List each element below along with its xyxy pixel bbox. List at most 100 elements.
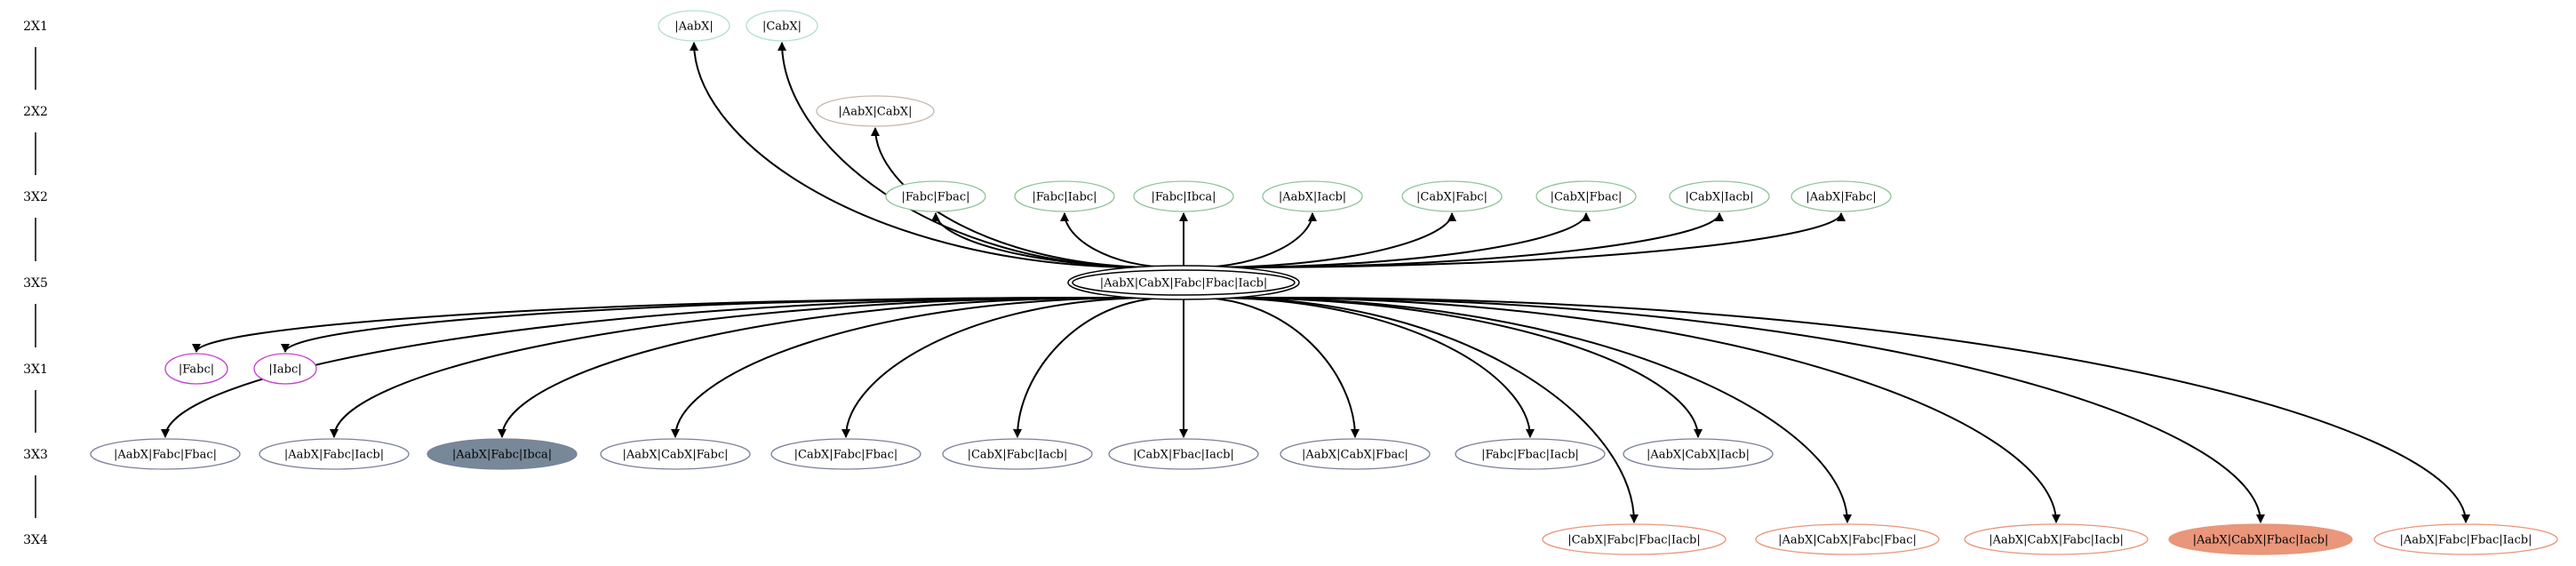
rank-label-3x1: 3X1	[23, 363, 48, 377]
edge-to-aabx-iacb	[1193, 212, 1317, 268]
node-label: |CabX|Fbac|Iacb|	[1133, 449, 1234, 462]
node-aabx-cabx-fabc-fbac[interactable]: |AabX|CabX|Fabc|Fbac|	[1755, 523, 1940, 555]
node-shape	[1535, 180, 1637, 212]
edge-to-aabx-fabc-fbac-iacb	[1280, 297, 2470, 523]
node-aabx-iacb[interactable]: |AabX|Iacb|	[1262, 180, 1363, 212]
node-aabx-fabc-fbac-iacb[interactable]: |AabX|Fabc|Fbac|Iacb|	[2373, 523, 2558, 555]
edge-to-cabx-fabc	[1205, 212, 1456, 268]
rank-label-3x2: 3X2	[23, 190, 48, 204]
node-label: |CabX|Fabc|Fbac|Iacb|	[1567, 534, 1701, 547]
node-label: |CabX|Fabc|Fbac|	[794, 449, 898, 462]
node-label: |AabX|Fabc|Fbac|	[114, 449, 217, 462]
node-shape	[1280, 438, 1431, 470]
node-label: |AabX|CabX|Fabc|Fbac|Iacb|	[1100, 277, 1268, 291]
node-aabx-cabx-fbac[interactable]: |AabX|CabX|Fbac|	[1280, 438, 1431, 470]
node-shape	[2373, 523, 2558, 555]
edge-to-aabx-cabx-iacb	[1224, 297, 1703, 438]
node-label: |Fabc|Fbac|	[901, 191, 969, 204]
node-aabx[interactable]: |AabX|	[658, 10, 730, 42]
edge-to-aabx	[690, 42, 1144, 268]
node-aabx-fabc-iacb[interactable]: |AabX|Fabc|Iacb|	[259, 438, 410, 470]
node-aabx-cabx-fabc-iacb[interactable]: |AabX|CabX|Fabc|Iacb|	[1964, 523, 2149, 555]
edge-to-aabx-cabx-fabc	[671, 297, 1144, 438]
node-label: |AabX|	[674, 20, 713, 34]
node-fabc-ibca[interactable]: |Fabc|Ibca|	[1133, 180, 1234, 212]
node-fabc-iabc[interactable]: |Fabc|Iabc|	[1014, 180, 1115, 212]
node-center[interactable]: |AabX|CabX|Fabc|Fbac|Iacb|	[1067, 265, 1300, 300]
edge-to-fabc	[192, 297, 1105, 353]
node-label: |AabX|CabX|Fabc|	[623, 449, 729, 462]
node-cabx-fabc-fbac[interactable]: |CabX|Fabc|Fbac|	[770, 438, 921, 470]
edge-to-aabx-fabc-iacb	[330, 297, 1116, 438]
edges	[161, 42, 2470, 523]
node-shape	[259, 438, 410, 470]
edge-to-cabx-fabc-iacb	[1013, 297, 1171, 438]
node-shape	[1964, 523, 2149, 555]
edge-to-cabx-fbac	[1216, 212, 1591, 268]
node-aabx-fabc[interactable]: |AabX|Fabc|	[1790, 180, 1892, 212]
node-shape	[942, 438, 1093, 470]
edge-to-cabx-fabc-fbac-iacb	[1219, 297, 1639, 523]
node-cabx-fbac-iacb[interactable]: |CabX|Fbac|Iacb|	[1108, 438, 1259, 470]
nodes: |AabX| |CabX| |AabX|CabX| |Fabc|Fbac| |Fabc|…	[90, 10, 2558, 555]
edge-to-aabx-cabx-fabc-iacb	[1253, 297, 2061, 523]
node-label: |Iabc|	[268, 363, 301, 377]
edge-to-fabc-fbac	[931, 212, 1164, 268]
node-shape	[1108, 438, 1259, 470]
node-shape	[1669, 180, 1770, 212]
node-aabx-cabx-fbac-iacb[interactable]: |AabX|CabX|Fbac|Iacb|	[2168, 523, 2353, 555]
node-label: |AabX|Iacb|	[1279, 191, 1346, 204]
rank-label-3x5: 3X5	[23, 276, 48, 291]
node-shape	[1755, 523, 1940, 555]
node-cabx[interactable]: |CabX|	[746, 10, 818, 42]
node-aabx-fabc-ibca[interactable]: |AabX|Fabc|Ibca|	[427, 438, 578, 470]
node-aabx-cabx[interactable]: |AabX|CabX|	[816, 95, 935, 127]
node-cabx-fabc-iacb[interactable]: |CabX|Fabc|Iacb|	[942, 438, 1093, 470]
node-shape	[1542, 523, 1727, 555]
node-shape	[600, 438, 751, 470]
node-label: |AabX|CabX|Fabc|Iacb|	[1989, 534, 2124, 547]
node-shape	[1455, 438, 1606, 470]
edge-to-fabc-iabc	[1060, 212, 1175, 268]
node-label: |Fabc|Ibca|	[1151, 191, 1216, 204]
node-shape	[427, 438, 578, 470]
node-label: |AabX|Fabc|	[1806, 191, 1876, 204]
edge-to-aabx-fabc-ibca	[498, 297, 1129, 438]
node-shape	[253, 353, 317, 385]
node-label: |AabX|Fabc|Fbac|Iacb|	[2400, 534, 2532, 547]
edge-to-aabx-cabx-fabc-fbac	[1236, 297, 1852, 523]
node-fabc-fbac-iacb[interactable]: |Fabc|Fbac|Iacb|	[1455, 438, 1606, 470]
node-shape	[1623, 438, 1774, 470]
node-cabx-fbac[interactable]: |CabX|Fbac|	[1535, 180, 1637, 212]
node-aabx-cabx-fabc[interactable]: |AabX|CabX|Fabc|	[600, 438, 751, 470]
node-fabc[interactable]: |Fabc|	[164, 353, 228, 385]
edge-to-cabx-fabc-fbac	[841, 297, 1157, 438]
node-shape	[658, 10, 730, 42]
node-cabx-fabc-fbac-iacb[interactable]: |CabX|Fabc|Fbac|Iacb|	[1542, 523, 1727, 555]
edge-to-aabx-cabx-fbac	[1197, 297, 1360, 438]
edge-to-aabx-cabx	[871, 127, 1160, 268]
node-shape	[1790, 180, 1892, 212]
node-iabc[interactable]: |Iabc|	[253, 353, 317, 385]
rank-label-2x1: 2X1	[23, 20, 48, 34]
node-shape	[2168, 523, 2353, 555]
node-shape	[1014, 180, 1115, 212]
node-shape-inner	[1072, 269, 1296, 296]
node-cabx-iacb[interactable]: |CabX|Iacb|	[1669, 180, 1770, 212]
node-aabx-cabx-iacb[interactable]: |AabX|CabX|Iacb|	[1623, 438, 1774, 470]
node-aabx-fabc-fbac[interactable]: |AabX|Fabc|Fbac|	[90, 438, 241, 470]
node-label: |AabX|CabX|Fbac|Iacb|	[2193, 534, 2329, 547]
node-fabc-fbac[interactable]: |Fabc|Fbac|	[885, 180, 986, 212]
node-cabx-fabc[interactable]: |CabX|Fabc|	[1401, 180, 1503, 212]
node-label: |CabX|Fbac|	[1551, 191, 1623, 204]
node-label: |AabX|Fabc|Iacb|	[284, 449, 384, 462]
node-shape	[885, 180, 986, 212]
node-shape	[770, 438, 921, 470]
rank-label-3x3: 3X3	[23, 448, 48, 462]
node-shape	[1133, 180, 1234, 212]
edge-to-aabx-cabx-fbac-iacb	[1269, 297, 2265, 523]
node-label: |AabX|CabX|Iacb|	[1647, 449, 1750, 462]
node-label: |AabX|Fabc|Ibca|	[452, 449, 552, 462]
